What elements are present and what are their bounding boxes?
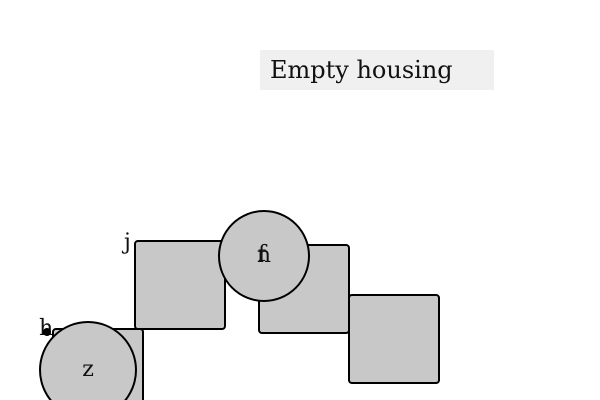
marker-dot [43,328,51,336]
status-title-bar: Empty housing [260,50,494,90]
block-tile-1[interactable] [134,240,226,330]
block-tag-j: j [124,230,131,255]
block-tile-3[interactable] [348,294,440,384]
token-label-z: z [82,357,94,382]
token-overlap-label-f: f [257,242,267,267]
round-token-n[interactable]: n [218,210,310,302]
status-title: Empty housing [270,56,453,84]
token-label-n: n [256,243,272,268]
round-token-z[interactable]: z [39,321,137,400]
